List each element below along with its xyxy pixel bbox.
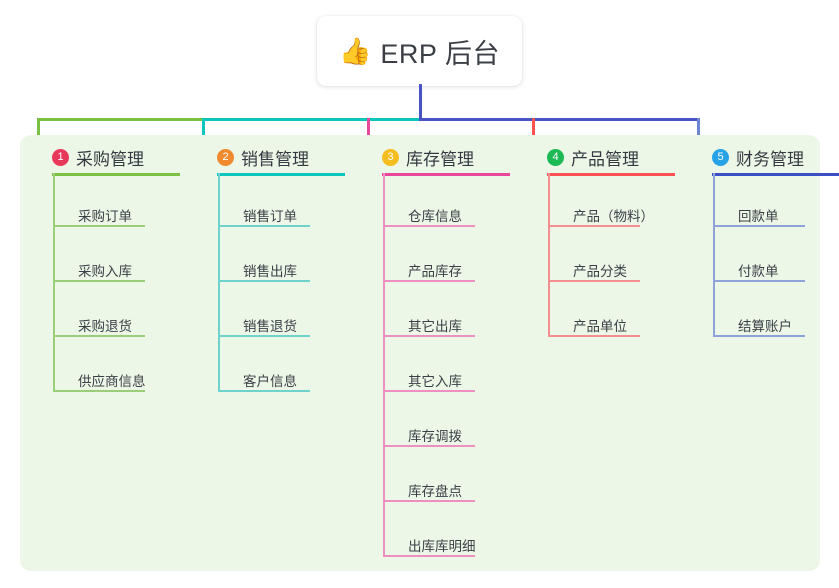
module-leaf-rule: [383, 555, 475, 557]
module-leaf-label: 销售退货: [243, 319, 297, 334]
module-leaf-label: 其它入库: [408, 374, 462, 389]
module-column: 2 销售管理销售订单销售出库销售退货客户信息: [201, 135, 361, 571]
module-header-rule: [217, 173, 345, 176]
module-leaf-label: 其它出库: [408, 319, 462, 334]
module-column: 4 产品管理产品（物料） 产品分类产品单位: [531, 135, 691, 571]
module-leaf-label: 采购入库: [78, 264, 132, 279]
module-leaf-rule: [53, 225, 145, 227]
module-spine: [713, 173, 715, 337]
module-leaf-rule: [53, 280, 145, 282]
module-number-badge: 4: [547, 149, 564, 166]
module-leaf-label: 出库库明细: [408, 539, 476, 554]
module-spine: [53, 173, 55, 392]
module-title: 产品管理: [571, 150, 639, 169]
thumbs-up-icon: 👍: [339, 36, 372, 66]
module-leaf-rule: [218, 390, 310, 392]
module-column: 1 采购管理采购订单采购入库采购退货供应商信息: [36, 135, 196, 571]
module-leaf-rule: [548, 335, 640, 337]
module-column: 5 财务管理回款单付款单结算账户: [696, 135, 839, 571]
module-header-1[interactable]: 1 采购管理: [52, 145, 144, 170]
module-header-rule: [52, 173, 180, 176]
root-title-inner: 👍 ERP 后台: [339, 32, 500, 71]
module-leaf-label: 销售出库: [243, 264, 297, 279]
module-number-badge: 2: [217, 149, 234, 166]
module-leaf-rule: [218, 225, 310, 227]
module-leaf-rule: [548, 280, 640, 282]
page-title: ERP 后台: [380, 38, 500, 69]
module-leaf-rule: [53, 335, 145, 337]
module-leaf-label: 付款单: [738, 264, 779, 279]
module-leaf-label: 结算账户: [738, 319, 792, 334]
module-header-3[interactable]: 3 库存管理: [382, 145, 474, 170]
module-leaf-label: 产品（物料）: [573, 209, 654, 224]
module-leaf-rule: [548, 225, 640, 227]
module-leaf-label: 回款单: [738, 209, 779, 224]
module-leaf-rule: [383, 335, 475, 337]
module-spine: [548, 173, 550, 337]
module-leaf-label: 仓库信息: [408, 209, 462, 224]
module-leaf-rule: [218, 280, 310, 282]
module-header-2[interactable]: 2 销售管理: [217, 145, 309, 170]
module-leaf-rule: [383, 390, 475, 392]
module-leaf-label: 采购退货: [78, 319, 132, 334]
module-header-5[interactable]: 5 财务管理: [712, 145, 804, 170]
module-header-rule: [547, 173, 675, 176]
module-spine: [383, 173, 385, 557]
module-leaf-label: 客户信息: [243, 374, 297, 389]
bus-segment: [202, 118, 420, 121]
module-title: 销售管理: [241, 150, 309, 169]
module-leaf-label: 产品单位: [573, 319, 627, 334]
modules-panel: 1 采购管理采购订单采购入库采购退货供应商信息 2 销售管理销售订单销售出库销售退货客…: [20, 135, 839, 571]
module-leaf-rule: [383, 225, 475, 227]
module-number-badge: 3: [382, 149, 399, 166]
module-title: 财务管理: [736, 150, 804, 169]
module-leaf-rule: [383, 445, 475, 447]
module-leaf-label: 供应商信息: [78, 374, 146, 389]
module-column: 3 库存管理仓库信息产品库存其它出库其它入库库存调拨库存盘点出库库明细: [366, 135, 526, 571]
module-leaf-rule: [53, 390, 145, 392]
module-leaf-rule: [218, 335, 310, 337]
module-leaf-label: 产品分类: [573, 264, 627, 279]
module-number-badge: 5: [712, 149, 729, 166]
module-leaf-rule: [713, 280, 805, 282]
module-leaf-rule: [713, 225, 805, 227]
module-leaf-label: 产品库存: [408, 264, 462, 279]
module-header-rule: [712, 173, 839, 176]
bus-segment: [37, 118, 202, 121]
module-leaf-rule: [713, 335, 805, 337]
root-title-card[interactable]: 👍 ERP 后台: [317, 16, 522, 86]
module-title: 采购管理: [76, 150, 144, 169]
bus-segment: [419, 118, 698, 121]
module-leaf-rule: [383, 500, 475, 502]
module-leaf-rule: [383, 280, 475, 282]
module-spine: [218, 173, 220, 392]
module-header-rule: [382, 173, 510, 176]
trunk-connector: [419, 84, 422, 121]
module-leaf-label: 库存盘点: [408, 484, 462, 499]
module-leaf-label: 采购订单: [78, 209, 132, 224]
module-title: 库存管理: [406, 150, 474, 169]
module-number-badge: 1: [52, 149, 69, 166]
module-leaf-label: 库存调拨: [408, 429, 462, 444]
module-leaf-label: 销售订单: [243, 209, 297, 224]
module-header-4[interactable]: 4 产品管理: [547, 145, 639, 170]
